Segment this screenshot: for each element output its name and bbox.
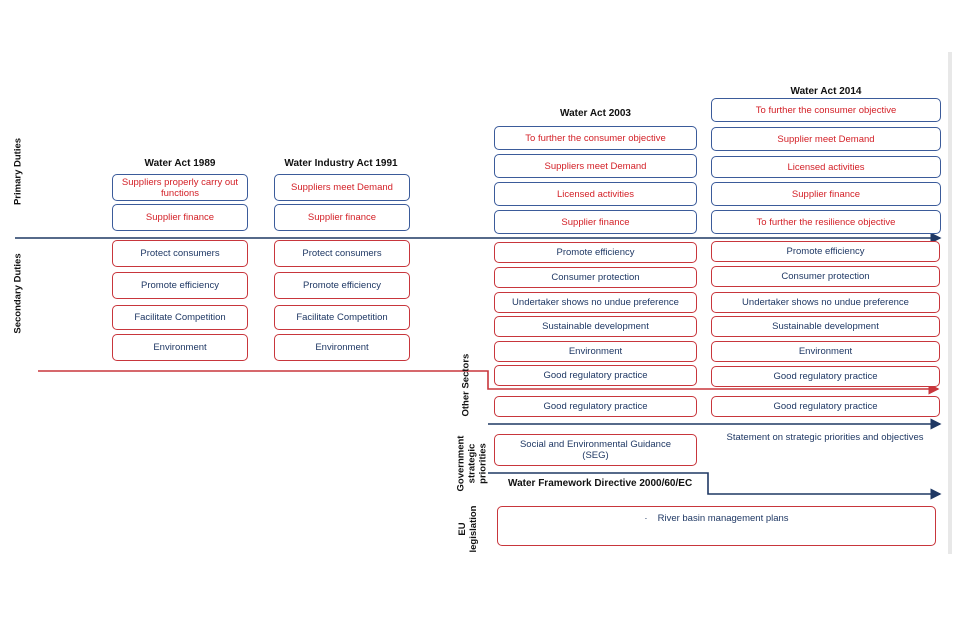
wa2003-primary-duty: Licensed activities (494, 182, 697, 206)
wa2014-secondary-duty: Promote efficiency (711, 241, 940, 262)
wa1989-primary-duty: Supplier finance (112, 204, 248, 231)
wa2014-secondary-duty: Environment (711, 341, 940, 362)
wa2014-secondary-duty: Consumer protection (711, 266, 940, 287)
water-industry-act-1991-title: Water Industry Act 1991 (284, 158, 398, 169)
wia1991-primary-duty: Supplier finance (274, 204, 410, 231)
wa1989-secondary-duty: Promote efficiency (112, 272, 248, 299)
water-act-1989-title: Water Act 1989 (144, 158, 216, 169)
wia1991-secondary-duty: Promote efficiency (274, 272, 410, 299)
secondary-boundary-arrow (38, 370, 940, 395)
wa2014-primary-duty: To further the consumer objective (711, 98, 941, 122)
right-edge-shadow (948, 52, 952, 554)
wa2014-government-statement: Statement on strategic priorities and ob… (726, 432, 924, 443)
wa2014-primary-duty: Supplier meet Demand (711, 127, 941, 151)
wa2014-primary-duty: Licensed activities (711, 156, 941, 178)
other-sectors-label: Other Sectors (460, 353, 472, 417)
wa2003-secondary-duty: Good regulatory practice (494, 365, 697, 386)
wia1991-primary-duty: Suppliers meet Demand (274, 174, 410, 201)
wa1989-secondary-duty: Environment (112, 334, 248, 361)
water-framework-directive-title: Water Framework Directive 2000/60/EC (508, 478, 693, 489)
wa2003-other-sectors-duty: Good regulatory practice (494, 396, 697, 417)
wa2003-primary-duty: Supplier finance (494, 210, 697, 234)
wa2003-secondary-duty: Consumer protection (494, 267, 697, 288)
wia1991-secondary-duty: Facilitate Competition (274, 305, 410, 330)
eu-legislation-label: EU legislation (457, 505, 479, 553)
primary-duties-label: Primary Duties (12, 137, 24, 206)
wia1991-secondary-duty: Protect consumers (274, 240, 410, 267)
wa1989-primary-duty: Suppliers properly carry out functions (112, 174, 248, 201)
secondary-duties-label: Secondary Duties (12, 253, 24, 334)
wa2003-primary-duty: Suppliers meet Demand (494, 154, 697, 178)
river-basin-plans-box: · River basin management plans (497, 506, 936, 546)
wa2003-secondary-duty: Undertaker shows no undue preference (494, 292, 697, 313)
government-priorities-label: Government strategic priorities (455, 435, 489, 492)
wa2003-primary-duty: To further the consumer objective (494, 126, 697, 150)
government-boundary-arrow (488, 472, 942, 500)
wa2003-secondary-duty: Environment (494, 341, 697, 362)
wa2003-secondary-duty: Sustainable development (494, 316, 697, 337)
wa2014-secondary-duty: Undertaker shows no undue preference (711, 292, 940, 313)
water-act-2003-title: Water Act 2003 (560, 108, 631, 119)
wa2014-other-sectors-duty: Good regulatory practice (711, 396, 940, 417)
wia1991-secondary-duty: Environment (274, 334, 410, 361)
bullet-marker: · (644, 513, 648, 524)
water-act-2014-title: Water Act 2014 (790, 86, 862, 97)
wa2003-secondary-duty: Promote efficiency (494, 242, 697, 263)
wa1989-secondary-duty: Protect consumers (112, 240, 248, 267)
wa2014-secondary-duty: Sustainable development (711, 316, 940, 337)
wa1989-secondary-duty: Facilitate Competition (112, 305, 248, 330)
wa2014-primary-duty: To further the resilience objective (711, 210, 941, 234)
wa2003-government-guidance: Social and Environmental Guidance (SEG) (494, 434, 697, 466)
river-basin-plans-text: River basin management plans (657, 513, 789, 524)
wa2014-secondary-duty: Good regulatory practice (711, 366, 940, 387)
wa2014-primary-duty: Supplier finance (711, 182, 941, 206)
